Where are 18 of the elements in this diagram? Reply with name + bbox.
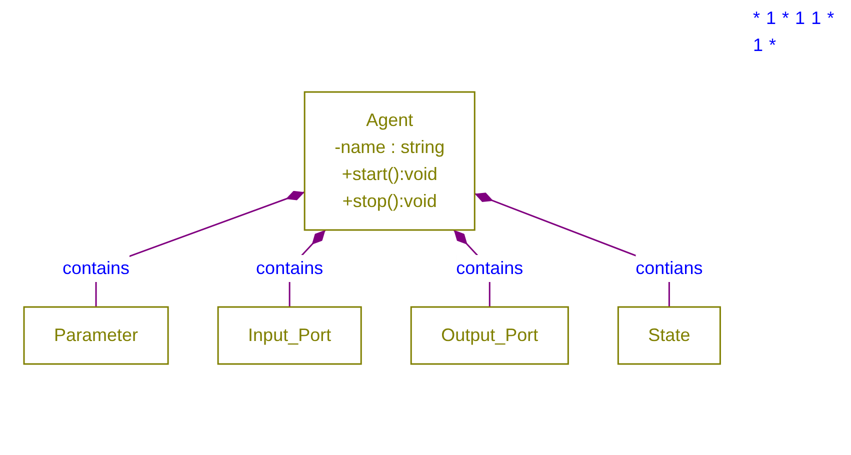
node-box — [218, 306, 362, 364]
edge-label: contians — [636, 258, 704, 278]
node-box — [410, 306, 570, 364]
edge-label: contains — [456, 258, 524, 278]
node-box — [24, 306, 170, 364]
edge-label: contains — [256, 258, 324, 278]
multiplicity-label: 1 — [753, 35, 764, 56]
multiplicity-label: * — [769, 35, 776, 56]
multiplicity-label: 1 — [766, 8, 776, 29]
edge-label: contains — [62, 258, 130, 278]
node-box — [304, 90, 476, 230]
class-diagram: contains contains contains contians Parameter Agent -name : string +start():void +stop():void Input_Port Output_Port State — [16, 84, 729, 372]
multiplicity-label: * — [782, 8, 790, 29]
node-box — [618, 306, 722, 364]
multiplicity-label: * — [827, 8, 834, 29]
multiplicity-label: 1 — [795, 8, 806, 29]
multiplicity-label: 1 — [811, 8, 822, 29]
multiplicity-label: * — [753, 8, 760, 29]
